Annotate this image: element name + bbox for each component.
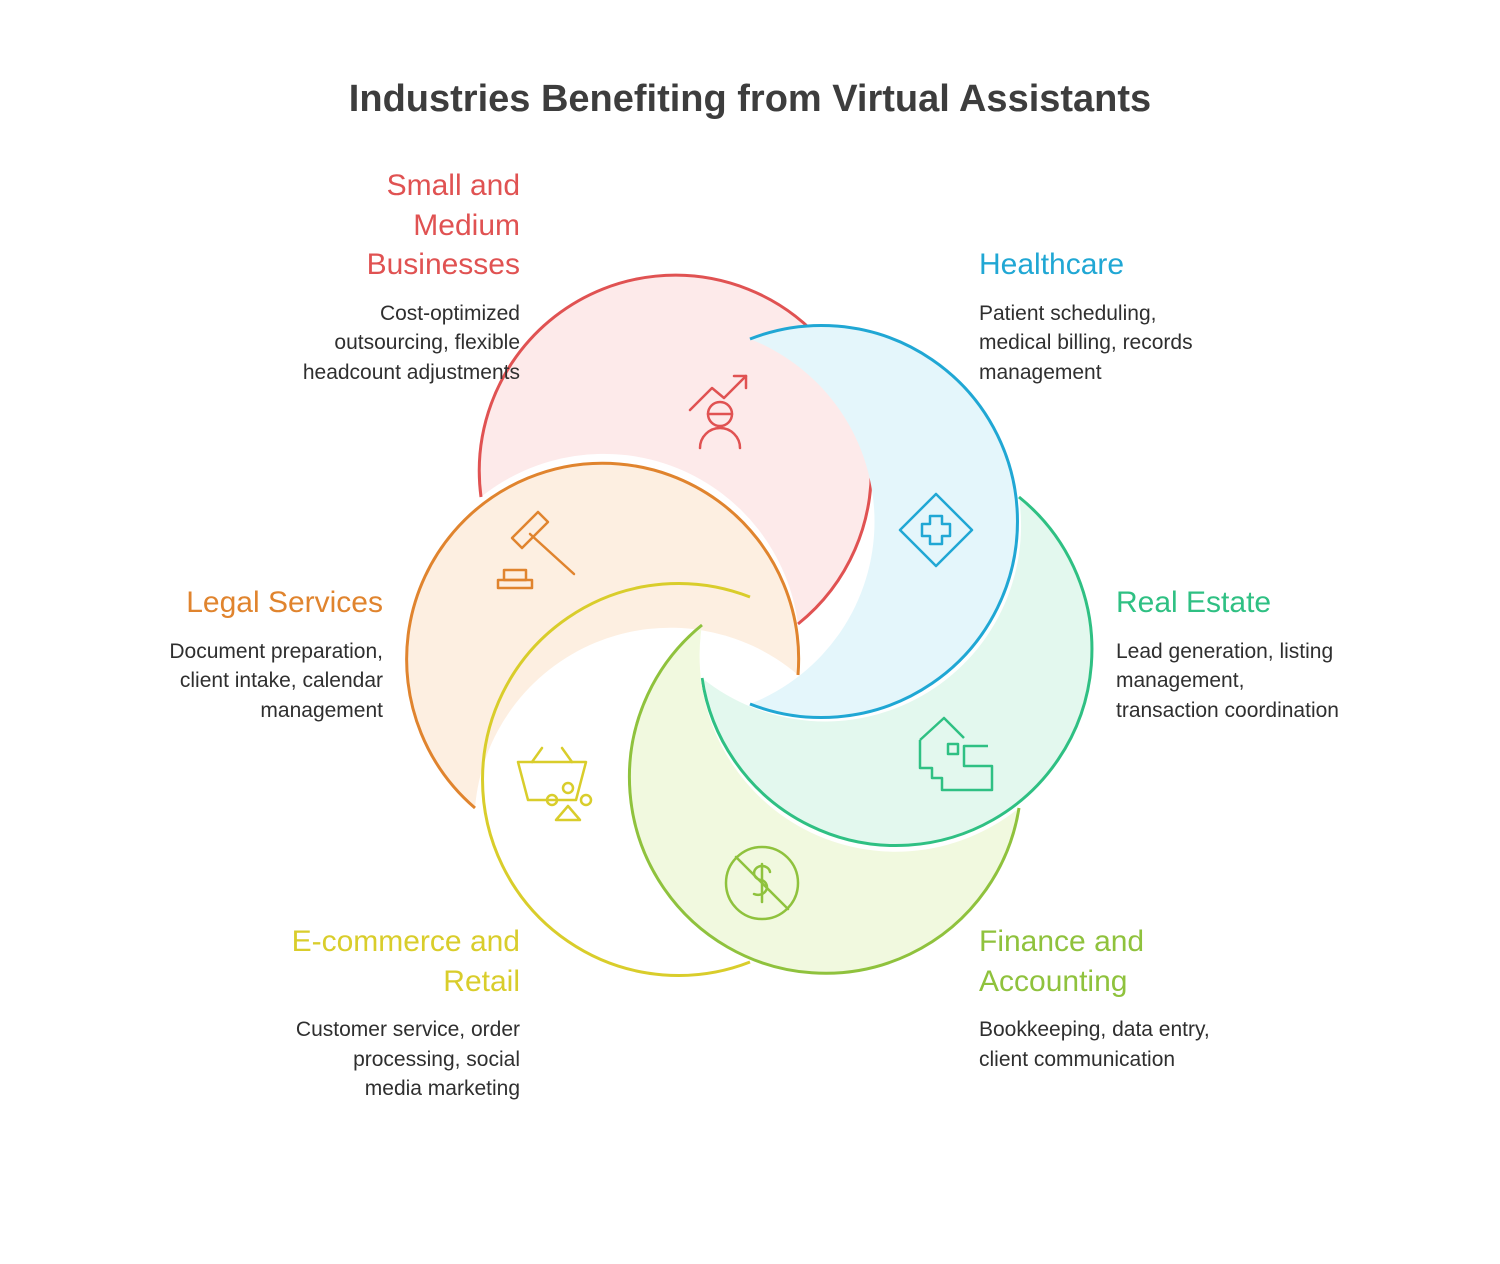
description-line: client intake, calendar: [179, 669, 383, 692]
heading-line: Accounting: [979, 964, 1128, 998]
description-line: management,: [1116, 669, 1245, 692]
industry-description: Document preparation, client intake, cal…: [83, 637, 383, 726]
heading-line: Retail: [443, 964, 520, 998]
industry-heading: Finance and Accounting: [979, 922, 1309, 1001]
description-line: Patient scheduling,: [979, 301, 1157, 325]
industry-description: Cost-optimized outsourcing, flexible hea…: [220, 299, 520, 388]
petal-small-medium-businesses: [477, 273, 873, 626]
description-line: Bookkeeping, data entry,: [979, 1018, 1210, 1041]
description-line: Cost-optimized: [379, 301, 520, 325]
description-line: Lead generation, listing: [1116, 639, 1334, 663]
description-line: processing, social: [353, 1047, 520, 1071]
description-line: management: [979, 360, 1102, 384]
industry-description: Bookkeeping, data entry, client communic…: [979, 1015, 1309, 1074]
growth-person-icon: [688, 374, 748, 450]
shopping-basket-icon: [516, 746, 593, 822]
heading-line: Finance and: [979, 925, 1145, 958]
gavel-icon: [496, 510, 576, 590]
petal-legal-services: [405, 461, 801, 810]
description-line: management: [260, 698, 383, 722]
industry-heading: Healthcare: [979, 245, 1309, 285]
heading-line: Healthcare: [979, 248, 1125, 281]
description-line: medical billing, records: [979, 331, 1193, 354]
heading-line: Real Estate: [1116, 586, 1272, 619]
industry-block-legal-services: Legal Services Document preparation, cli…: [83, 583, 383, 725]
industry-description: Customer service, order processing, soci…: [200, 1015, 520, 1104]
industry-heading: E-commerce and Retail: [200, 922, 520, 1001]
industry-heading: Small and Medium Businesses: [220, 166, 520, 285]
description-line: outsourcing, flexible: [334, 331, 520, 354]
industry-block-real-estate: Real Estate Lead generation, listing man…: [1116, 583, 1456, 725]
description-line: media marketing: [364, 1077, 520, 1100]
heading-line: Small and: [386, 169, 520, 202]
industry-heading: Legal Services: [83, 583, 383, 623]
description-line: headcount adjustments: [302, 360, 520, 384]
heading-line: Medium: [413, 208, 520, 242]
petal-ecommerce-retail: [481, 582, 751, 977]
heading-line: E-commerce and: [291, 925, 520, 958]
industry-block-healthcare: Healthcare Patient scheduling, medical b…: [979, 245, 1309, 387]
industry-description: Lead generation, listing management, tra…: [1116, 637, 1456, 726]
description-line: Customer service, order: [295, 1018, 520, 1041]
industry-description: Patient scheduling, medical billing, rec…: [979, 299, 1309, 388]
diagram-title: Industries Benefiting from Virtual Assis…: [348, 78, 1152, 120]
medical-cross-icon: [898, 492, 974, 568]
description-line: Document preparation,: [169, 639, 383, 663]
industry-block-ecommerce-retail: E-commerce and Retail Customer service, …: [200, 922, 520, 1104]
description-line: client communication: [979, 1047, 1176, 1071]
heading-line: Businesses: [366, 248, 520, 281]
petal-healthcare: [749, 324, 1019, 719]
description-line: transaction coordination: [1116, 698, 1339, 722]
heading-line: Legal Services: [186, 586, 383, 619]
industry-block-small-medium-businesses: Small and Medium Businesses Cost-optimiz…: [220, 166, 520, 387]
dollar-icon: [724, 845, 800, 921]
house-icon: [918, 716, 994, 792]
petal-real-estate: [700, 495, 1094, 848]
industry-heading: Real Estate: [1116, 583, 1456, 623]
industry-block-finance-accounting: Finance and Accounting Bookkeeping, data…: [979, 922, 1309, 1074]
